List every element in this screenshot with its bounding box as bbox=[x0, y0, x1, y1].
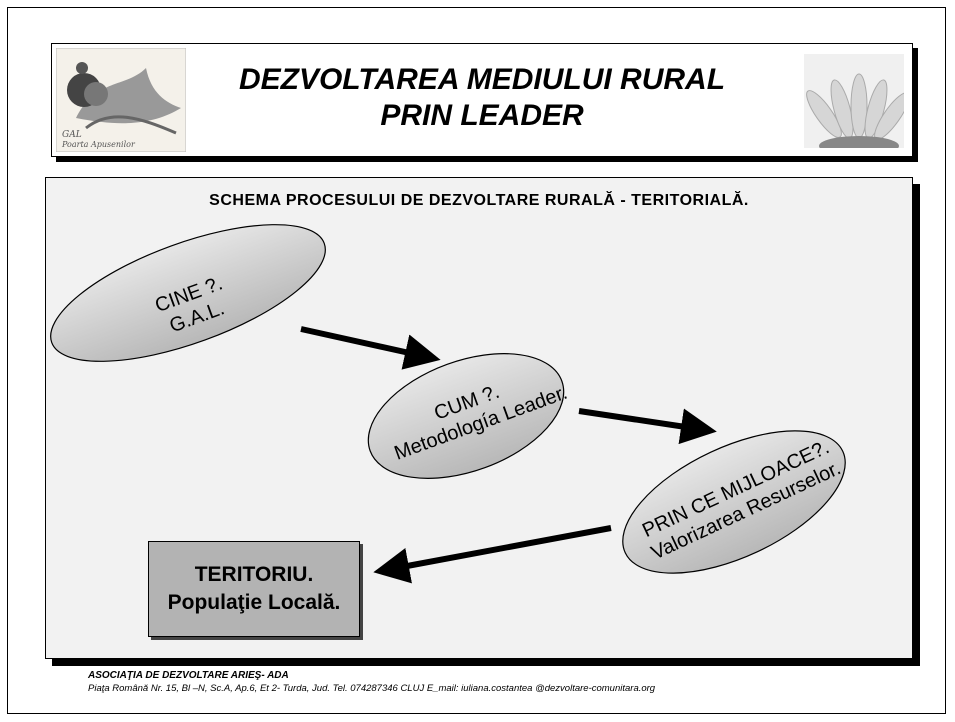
footer-address: Piaţa Română Nr. 15, Bl –N, Sc.A, Ap.6, … bbox=[88, 683, 656, 694]
page-title-line2: PRIN LEADER bbox=[380, 99, 584, 132]
arrow-2 bbox=[578, 408, 717, 445]
node-mijloace-ellipse bbox=[622, 430, 846, 574]
territory-line1: TERITORIU. bbox=[194, 563, 314, 586]
territory-line2: Populaţie Locală. bbox=[167, 591, 341, 614]
territory-box: TERITORIU. Populaţie Locală. bbox=[148, 541, 360, 637]
header-banner: GAL Poarta Apusenilor DEZVOLTAREA MEDIUL… bbox=[51, 43, 913, 157]
page-title: DEZVOLTAREA MEDIULUI RURAL PRIN LEADER bbox=[202, 62, 762, 134]
arrow-1 bbox=[300, 326, 441, 370]
logo-caption-line1: GAL bbox=[62, 130, 82, 140]
diagram-title: SCHEMA PROCESULUI DE DEZVOLTARE RURALĂ -… bbox=[209, 192, 749, 209]
node-cum-ellipse bbox=[367, 353, 565, 479]
sunflower-icon bbox=[804, 54, 910, 156]
logo-caption: GAL Poarta Apusenilor bbox=[62, 130, 182, 149]
logo-caption-line2: Poarta Apusenilor bbox=[62, 140, 135, 149]
footer-organization: ASOCIAŢIA DE DEZVOLTARE ARIEŞ- ADA bbox=[88, 670, 289, 681]
page-title-line1: DEZVOLTAREA MEDIULUI RURAL bbox=[238, 63, 726, 96]
node-cine-ellipse bbox=[50, 224, 326, 362]
flow-diagram bbox=[50, 224, 846, 584]
diagram-panel: SCHEMA PROCESULUI DE DEZVOLTARE RURALĂ -… bbox=[45, 177, 913, 659]
arrow-3 bbox=[373, 525, 612, 584]
gal-logo-icon: GAL Poarta Apusenilor bbox=[55, 47, 187, 153]
